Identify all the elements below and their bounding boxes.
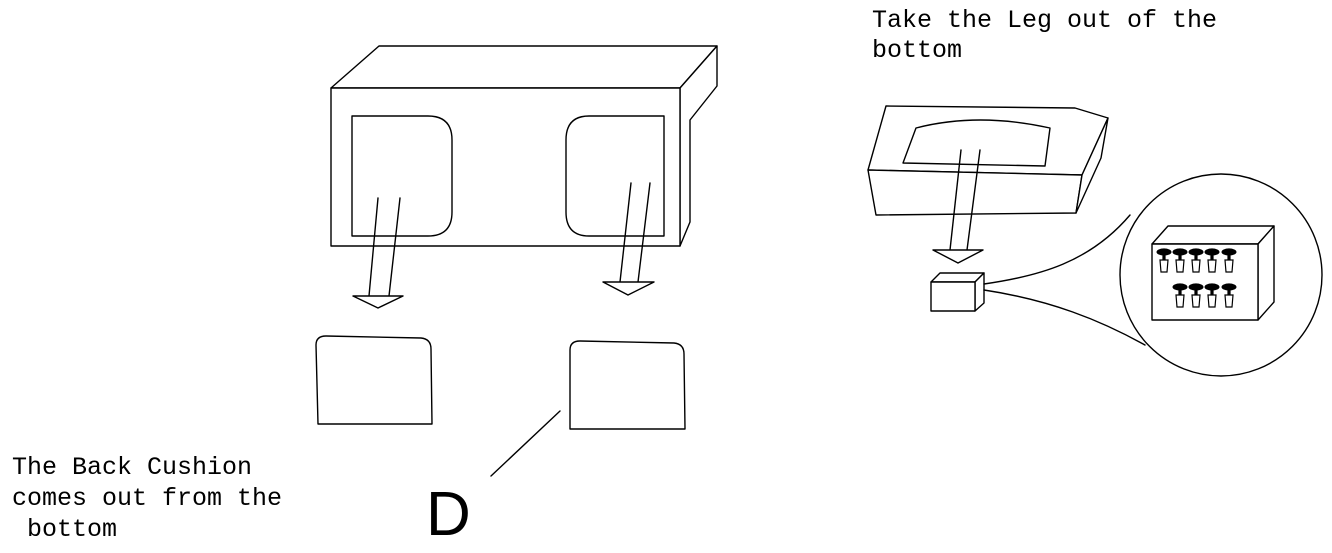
leg-stem bbox=[1162, 255, 1166, 260]
leg-disc bbox=[1221, 248, 1237, 256]
back-cushion-left bbox=[315, 335, 433, 425]
leg-disc bbox=[1156, 248, 1172, 256]
leg-body bbox=[1207, 259, 1217, 273]
sofa-back-frame bbox=[330, 45, 718, 247]
leg-disc bbox=[1204, 248, 1220, 256]
leg-body bbox=[1175, 259, 1185, 273]
leg-disc bbox=[1172, 248, 1188, 256]
leg-stem bbox=[1194, 290, 1198, 295]
leg-disc bbox=[1172, 283, 1188, 291]
sofa-base bbox=[867, 105, 1109, 216]
back-cushion-right bbox=[569, 340, 686, 430]
base-side-face bbox=[1075, 117, 1109, 214]
leg-disc bbox=[1204, 283, 1220, 291]
sofa-front-face bbox=[330, 87, 681, 247]
leg-stem bbox=[1227, 255, 1231, 260]
leg-body bbox=[1191, 294, 1201, 308]
leg-body bbox=[1159, 259, 1169, 273]
leg-disc bbox=[1221, 283, 1237, 291]
leg-stem bbox=[1210, 290, 1214, 295]
leg-body bbox=[1224, 294, 1234, 308]
leg-body bbox=[1207, 294, 1217, 308]
arrow-right bbox=[602, 182, 655, 296]
leg-stem bbox=[1178, 255, 1182, 260]
magnifier-line-top bbox=[983, 214, 1131, 285]
sofa-opening-right bbox=[565, 115, 665, 237]
leg-stem bbox=[1227, 290, 1231, 295]
leg-box bbox=[930, 272, 985, 312]
leg-disc bbox=[1188, 283, 1204, 291]
leg-stem bbox=[1210, 255, 1214, 260]
part-d-leader-line bbox=[490, 410, 561, 477]
leg-box-detail bbox=[1151, 225, 1275, 321]
part-label-d: D bbox=[426, 480, 471, 548]
leg-arrow bbox=[932, 149, 984, 264]
leg-parts bbox=[1156, 248, 1237, 308]
leg-body bbox=[1224, 259, 1234, 273]
caption-leg: Take the Leg out of the bottom bbox=[872, 6, 1232, 65]
leg-stem bbox=[1194, 255, 1198, 260]
magnifier-line-bottom bbox=[983, 289, 1146, 346]
base-recess bbox=[902, 119, 1051, 167]
sofa-top-face bbox=[330, 45, 718, 89]
leg-body bbox=[1175, 294, 1185, 308]
leg-disc bbox=[1188, 248, 1204, 256]
arrow-left bbox=[352, 197, 404, 309]
leg-stem bbox=[1178, 290, 1182, 295]
caption-back-cushion: The Back Cushion comes out from the bott… bbox=[12, 453, 297, 544]
sofa-opening-left bbox=[351, 115, 453, 237]
leg-body bbox=[1191, 259, 1201, 273]
